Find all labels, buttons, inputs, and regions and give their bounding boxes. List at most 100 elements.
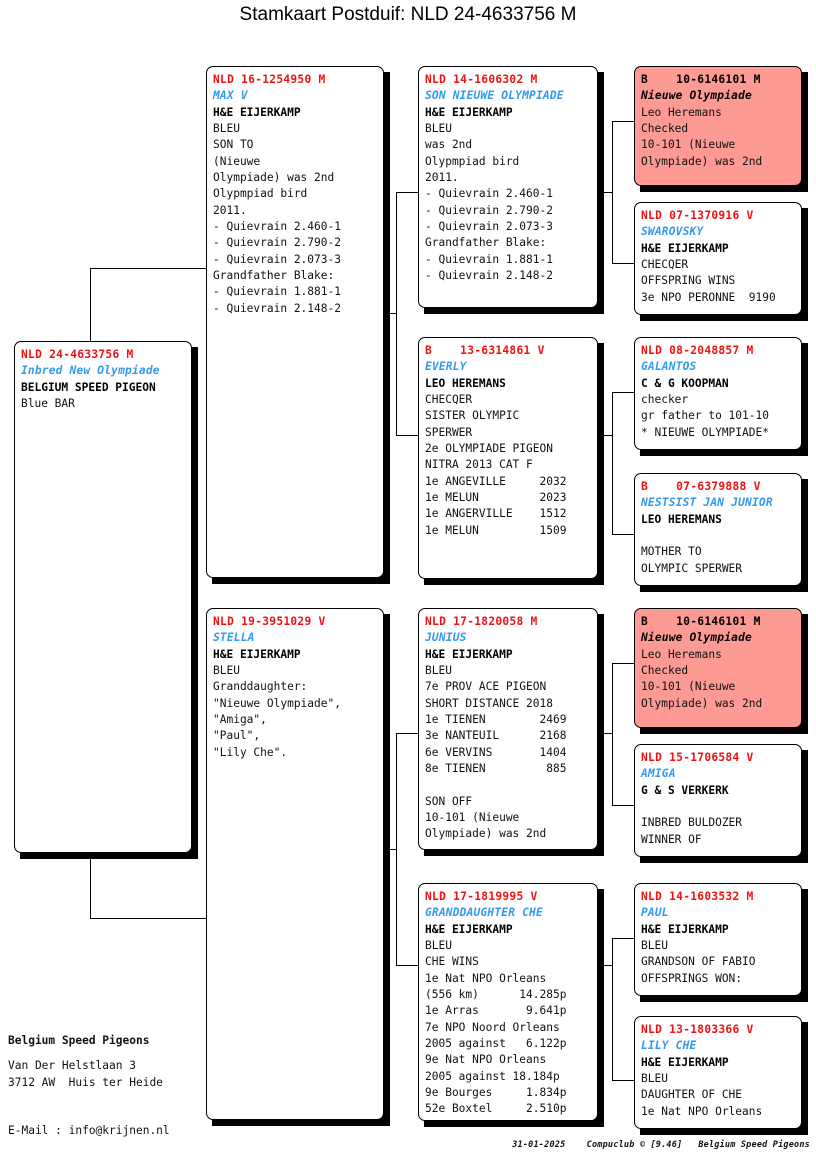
pigeon-detail-line: BLEU: [641, 1072, 668, 1086]
connector-g3c-stem: [598, 733, 612, 734]
connector-g3b-vertical: [612, 392, 613, 534]
pigeon-detail-line: 3e NANTEUIL 2168: [425, 729, 567, 743]
pigeon-detail-line: 7e PROV ACE PIGEON: [425, 680, 547, 694]
pigeon-detail-line: 10-101 (Nieuwe: [641, 138, 736, 152]
footer-email: E-Mail : info@krijnen.nl: [8, 1124, 170, 1137]
pigeon-detail-line: H&E EIJERKAMP: [213, 105, 301, 119]
pigeon-detail-line: LEO HEREMANS: [425, 376, 506, 390]
footer-credit: 31-01-2025 Compuclub © [9.46] Belgium Sp…: [512, 1140, 810, 1150]
connector-g3c-vertical: [612, 663, 613, 805]
connector-g3a-vertical: [612, 121, 613, 263]
pigeon-nickname: MAX V: [213, 89, 248, 103]
pigeon-detail-line: (Nieuwe: [213, 154, 261, 168]
pigeon-detail-line: INBRED BULDOZER: [641, 816, 743, 830]
pigeon-detail-line: 7e NPO Noord Orleans: [425, 1020, 560, 1034]
connector-g3a-top: [612, 121, 634, 122]
pigeon-detail-line: WINNER OF: [641, 832, 702, 846]
pigeon-detail-line: - Quievrain 1.881-1: [213, 285, 341, 299]
pigeon-detail-line: BLEU: [425, 664, 452, 678]
pigeon-detail-line: BLEU: [425, 939, 452, 953]
pigeon-detail-line: "Amiga",: [213, 713, 267, 727]
pigeon-detail-line: 9e Nat NPO Orleans: [425, 1053, 547, 1067]
pigeon-detail-line: NITRA 2013 CAT F: [425, 458, 533, 472]
footer-owner: Belgium Speed Pigeons: [8, 1034, 150, 1047]
pigeon-detail-line: 10-101 (Nieuwe: [641, 680, 736, 694]
pigeon-detail-line: 9e Bourges 1.834p: [425, 1086, 567, 1100]
connector-sire-bottom: [396, 435, 418, 436]
pigeon-nickname: SON NIEUWE OLYMPIADE: [425, 89, 564, 103]
pigeon-detail-line: H&E EIJERKAMP: [425, 647, 513, 661]
pigeon-detail-line: 1e Nat NPO Orleans: [641, 1104, 763, 1118]
pigeon-detail-line: GRANDSON OF FABIO: [641, 955, 756, 969]
pigeon-detail-line: BLEU: [425, 122, 452, 136]
pigeon-detail-line: Grandfather Blake:: [213, 269, 335, 283]
connector-g3b-top: [612, 392, 634, 393]
pigeon-detail-line: H&E EIJERKAMP: [641, 241, 729, 255]
pigeon-detail-line: - Quievrain 2.790-2: [213, 236, 341, 250]
pigeon-detail-line: BLEU: [213, 122, 240, 136]
pigeon-detail-line: Checked: [641, 664, 689, 678]
connector-g3c-bottom: [612, 805, 634, 806]
pigeon-id: NLD 14-1603532 M: [641, 890, 754, 903]
connector-subject-bottom: [90, 918, 206, 919]
pigeon-detail-line: Granddaughter:: [213, 680, 308, 694]
pigeon-detail-line: 2011.: [425, 171, 459, 185]
pigeon-detail-line: Grandfather Blake:: [425, 236, 547, 250]
pigeon-detail-line: 1e MELUN 1509: [425, 523, 567, 537]
pigeon-detail-line: Leo Heremans: [641, 105, 722, 119]
pigeon-detail-line: 1e Nat NPO Orleans: [425, 971, 547, 985]
pigeon-detail-line: - Quievrain 2.148-2: [425, 269, 553, 283]
pigeon-detail-line: 2005 against 18.184p: [425, 1069, 560, 1083]
footer-city: 3712 AW Huis ter Heide: [8, 1076, 163, 1089]
pigeon-detail-line: Olypmpiad bird: [213, 187, 308, 201]
pigeon-nickname: STELLA: [213, 631, 255, 645]
connector-g3c-top: [612, 663, 634, 664]
page-title: Stamkaart Postduif: NLD 24-4633756 M: [239, 4, 577, 25]
pigeon-detail-line: [641, 799, 801, 815]
connector-dam-top: [396, 733, 418, 734]
pigeon-detail-line: BELGIUM SPEED PIGEON: [21, 380, 156, 394]
pigeon-detail-line: 10-101 (Nieuwe: [425, 811, 520, 825]
connector-g3d-bottom: [612, 1080, 634, 1081]
pigeon-detail-line: SON OFF: [425, 794, 473, 808]
pigeon-id: B 10-6146101 M: [641, 615, 761, 628]
pigeon-detail-line: SON TO: [213, 138, 254, 152]
pigeon-detail-line: H&E EIJERKAMP: [641, 1055, 729, 1069]
connector-g3d-stem: [598, 965, 612, 966]
pigeon-detail-line: 8e TIENEN 885: [425, 762, 567, 776]
pigeon-detail-line: 2011.: [213, 203, 247, 217]
pigeon-detail-line: - Quievrain 1.881-1: [425, 252, 553, 266]
pigeon-detail-line: CHECQER: [641, 258, 689, 272]
pigeon-detail-line: Olympiade) was 2nd: [425, 827, 547, 841]
pigeon-detail-line: Leo Heremans: [641, 647, 722, 661]
connector-dam-stem: [384, 849, 396, 850]
pigeon-detail-line: Checked: [641, 122, 689, 136]
pigeon-detail-line: - Quievrain 2.073-3: [213, 252, 341, 266]
pigeon-nickname: JUNIUS: [425, 631, 467, 645]
connector-g3a-stem: [598, 192, 612, 193]
footer-street: Van Der Helstlaan 3: [8, 1059, 136, 1072]
connector-g3d-top: [612, 938, 634, 939]
pigeon-detail-line: 1e Arras 9.641p: [425, 1004, 567, 1018]
pigeon-nickname: GALANTOS: [641, 360, 697, 374]
pigeon-nickname: Nieuwe Olympiade: [641, 89, 752, 103]
pigeon-detail-line: BLEU: [213, 664, 240, 678]
pigeon-detail-line: H&E EIJERKAMP: [641, 922, 729, 936]
pigeon-detail-line: 1e TIENEN 2469: [425, 713, 567, 727]
